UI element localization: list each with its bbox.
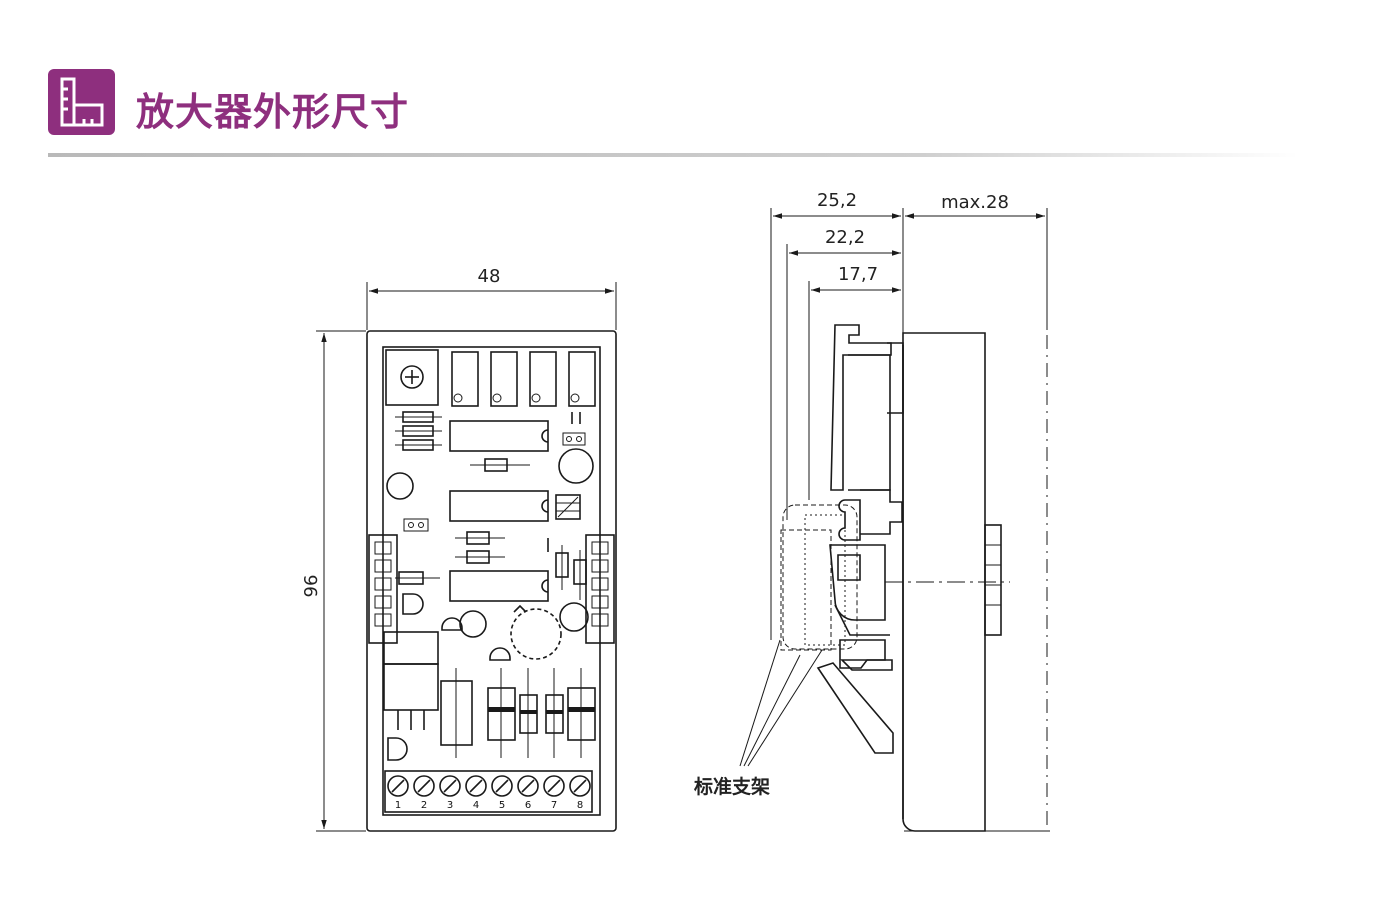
terminal-number: 1 [395,800,401,811]
terminal-screw [491,775,513,797]
dim-middle-label: 22,2 [825,227,865,248]
terminal-screw-slot [391,779,405,793]
diode-row [487,668,596,758]
dim-inner-label: 17,7 [838,264,878,285]
terminal-screw-slot [469,779,483,793]
terminal-number: 3 [447,800,453,811]
amplifier-housing [366,330,617,832]
width-label: 48 [478,266,501,287]
terminal-screw [569,775,591,797]
terminal-screw [543,775,565,797]
dim-overall-label: 25,2 [817,190,857,211]
power-resistor [440,680,473,746]
terminal-number: 4 [473,800,479,811]
potentiometer [385,349,439,406]
terminal-block: 1 2 3 4 5 6 7 8 [384,770,593,813]
terminal-number: 6 [525,800,531,811]
relay-outline [510,608,562,660]
terminal-number: 2 [421,800,427,811]
ic-chip-1 [449,420,549,452]
transistor-array [395,411,442,451]
left-connector [368,534,398,644]
header-divider [48,153,1298,157]
front-view: 48 96 [301,266,617,832]
ic-chip-3 [449,570,549,602]
height-label: 96 [301,575,322,598]
dim-max-label: max.28 [941,192,1009,213]
terminal-screw [387,775,409,797]
capacitor-2 [386,472,414,500]
dimension-icon [48,69,115,135]
voltage-regulator [383,631,439,730]
terminal-number: 5 [499,800,505,811]
terminal-screw-slot [547,779,561,793]
terminal-screw-slot [521,779,535,793]
terminal-screw [439,775,461,797]
standard-bracket [780,324,904,754]
icon-background [48,69,115,135]
resistor-1 [484,458,508,472]
side-connector [984,524,1002,636]
terminal-screw [465,775,487,797]
terminal-screw-slot [495,779,509,793]
capacitor-1 [558,448,594,484]
terminal-number: 7 [551,800,557,811]
terminal-screw-slot [443,779,457,793]
page-title: 放大器外形尺寸 [136,90,410,134]
terminal-screw-slot [417,779,431,793]
side-view: 25,2 max.28 22,2 17,7 [694,190,1050,832]
terminal-screw [517,775,539,797]
terminal-number: 8 [577,800,583,811]
terminal-screw [413,775,435,797]
trimmer-row [451,351,596,407]
ic-chip-2 [449,490,549,522]
terminal-screw-slot [573,779,587,793]
bracket-callout-label: 标准支架 [694,776,770,798]
circuit-board [382,346,601,816]
right-connector [585,534,615,644]
